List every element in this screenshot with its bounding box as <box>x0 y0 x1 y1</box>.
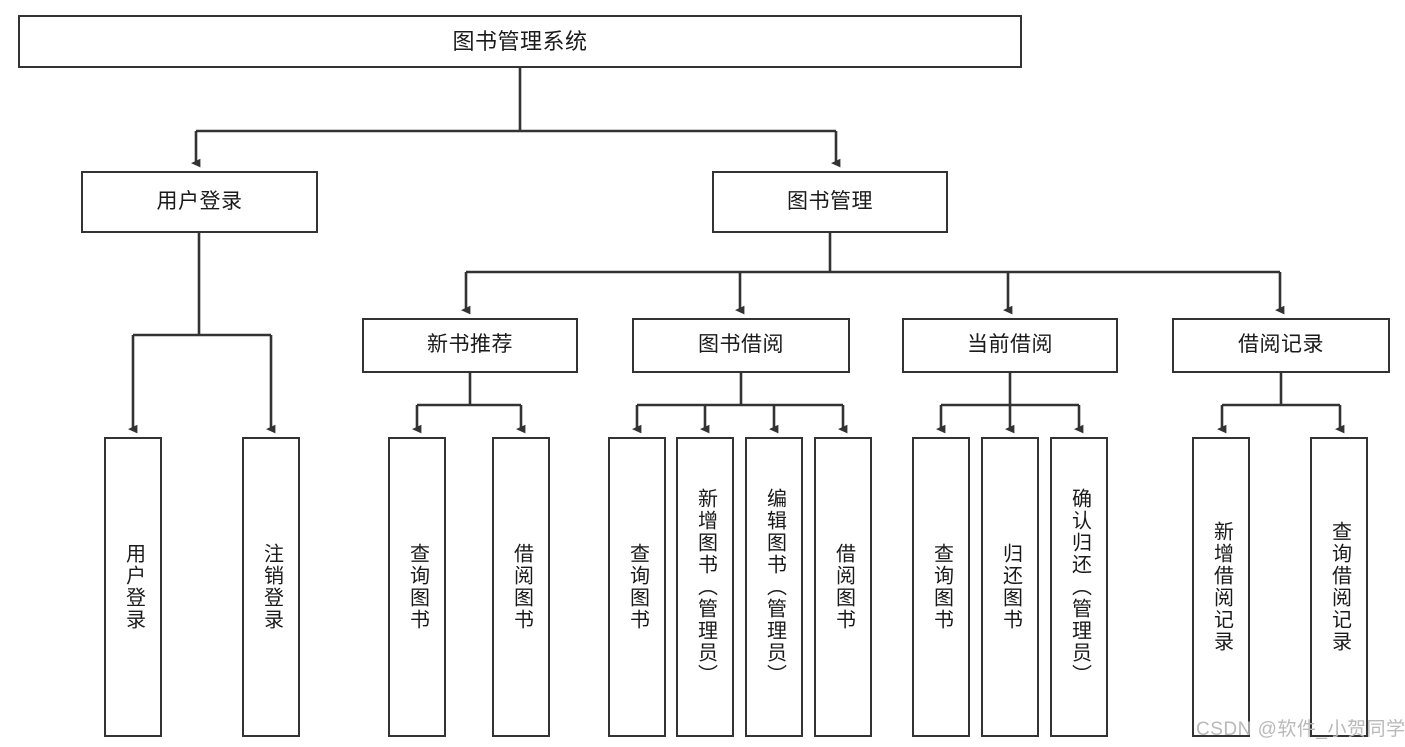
node-user-login[interactable]: 用户登录 <box>81 171 318 233</box>
node-current-borrow[interactable]: 当前借阅 <box>902 318 1118 373</box>
node-label: 用户登录 <box>156 189 243 213</box>
leaf-query-book-current[interactable]: 查询图书 <box>912 437 970 737</box>
node-label: 新增图书（管理员） <box>694 488 717 686</box>
node-label: 新增借阅记录 <box>1210 521 1233 653</box>
node-book-borrow[interactable]: 图书借阅 <box>632 318 850 373</box>
node-label: 新书推荐 <box>427 333 513 357</box>
node-label: 确认归还（管理员） <box>1068 488 1091 686</box>
leaf-borrow-book-recommend[interactable]: 借阅图书 <box>492 437 550 737</box>
leaf-user-login[interactable]: 用户登录 <box>104 437 162 737</box>
node-label: 图书管理 <box>787 189 873 213</box>
leaf-logout[interactable]: 注销登录 <box>242 437 300 737</box>
node-label: 用户登录 <box>122 543 145 631</box>
leaf-add-borrow-record[interactable]: 新增借阅记录 <box>1192 437 1250 737</box>
leaf-add-book-admin[interactable]: 新增图书（管理员） <box>676 437 734 737</box>
leaf-query-book-recommend[interactable]: 查询图书 <box>388 437 446 737</box>
leaf-return-book[interactable]: 归还图书 <box>981 437 1039 737</box>
leaf-edit-book-admin[interactable]: 编辑图书（管理员） <box>745 437 803 737</box>
node-label: 查询图书 <box>626 543 649 631</box>
node-label: 图书管理系统 <box>452 28 588 54</box>
node-label: 当前借阅 <box>967 333 1053 357</box>
node-label: 查询借阅记录 <box>1328 521 1351 653</box>
node-label: 归还图书 <box>999 543 1022 631</box>
node-label: 借阅记录 <box>1238 333 1324 357</box>
leaf-query-borrow-record[interactable]: 查询借阅记录 <box>1310 437 1368 737</box>
csdn-watermark: CSDN @软件_小贺同学 <box>1196 719 1405 740</box>
node-root-system[interactable]: 图书管理系统 <box>18 15 1022 68</box>
node-label: 借阅图书 <box>832 543 855 631</box>
node-borrow-records[interactable]: 借阅记录 <box>1172 318 1390 373</box>
node-label: 注销登录 <box>260 543 283 631</box>
node-label: 编辑图书（管理员） <box>763 488 786 686</box>
node-book-management[interactable]: 图书管理 <box>712 171 948 233</box>
leaf-query-book-borrow[interactable]: 查询图书 <box>608 437 666 737</box>
node-label: 图书借阅 <box>698 333 784 357</box>
node-label: 查询图书 <box>930 543 953 631</box>
node-label: 查询图书 <box>406 543 429 631</box>
leaf-confirm-return-admin[interactable]: 确认归还（管理员） <box>1050 437 1108 737</box>
node-new-book-recommend[interactable]: 新书推荐 <box>362 318 578 373</box>
leaf-borrow-book[interactable]: 借阅图书 <box>814 437 872 737</box>
node-label: 借阅图书 <box>510 543 533 631</box>
